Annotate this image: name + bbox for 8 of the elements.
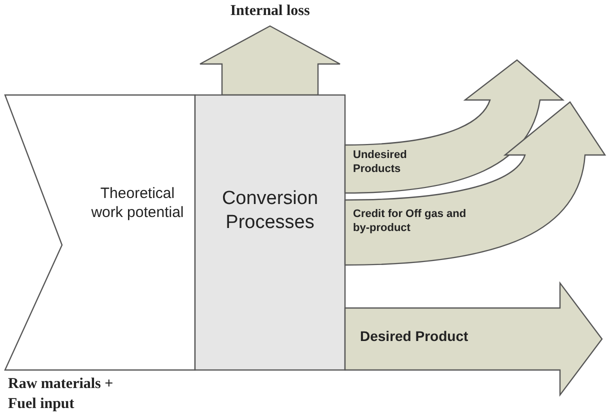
heading-text: Internal loss [229,2,311,21]
node-label: Undesired Products [353,149,408,176]
block-arrow [199,25,341,96]
node-label: Desired Product [360,328,470,346]
node-label: Conversion Processes [220,187,320,234]
input-label: Raw materials + Fuel input [8,375,114,414]
node-label: Theoretical work potential [90,185,185,222]
node-label: Credit for Off gas and by-product [353,208,468,236]
